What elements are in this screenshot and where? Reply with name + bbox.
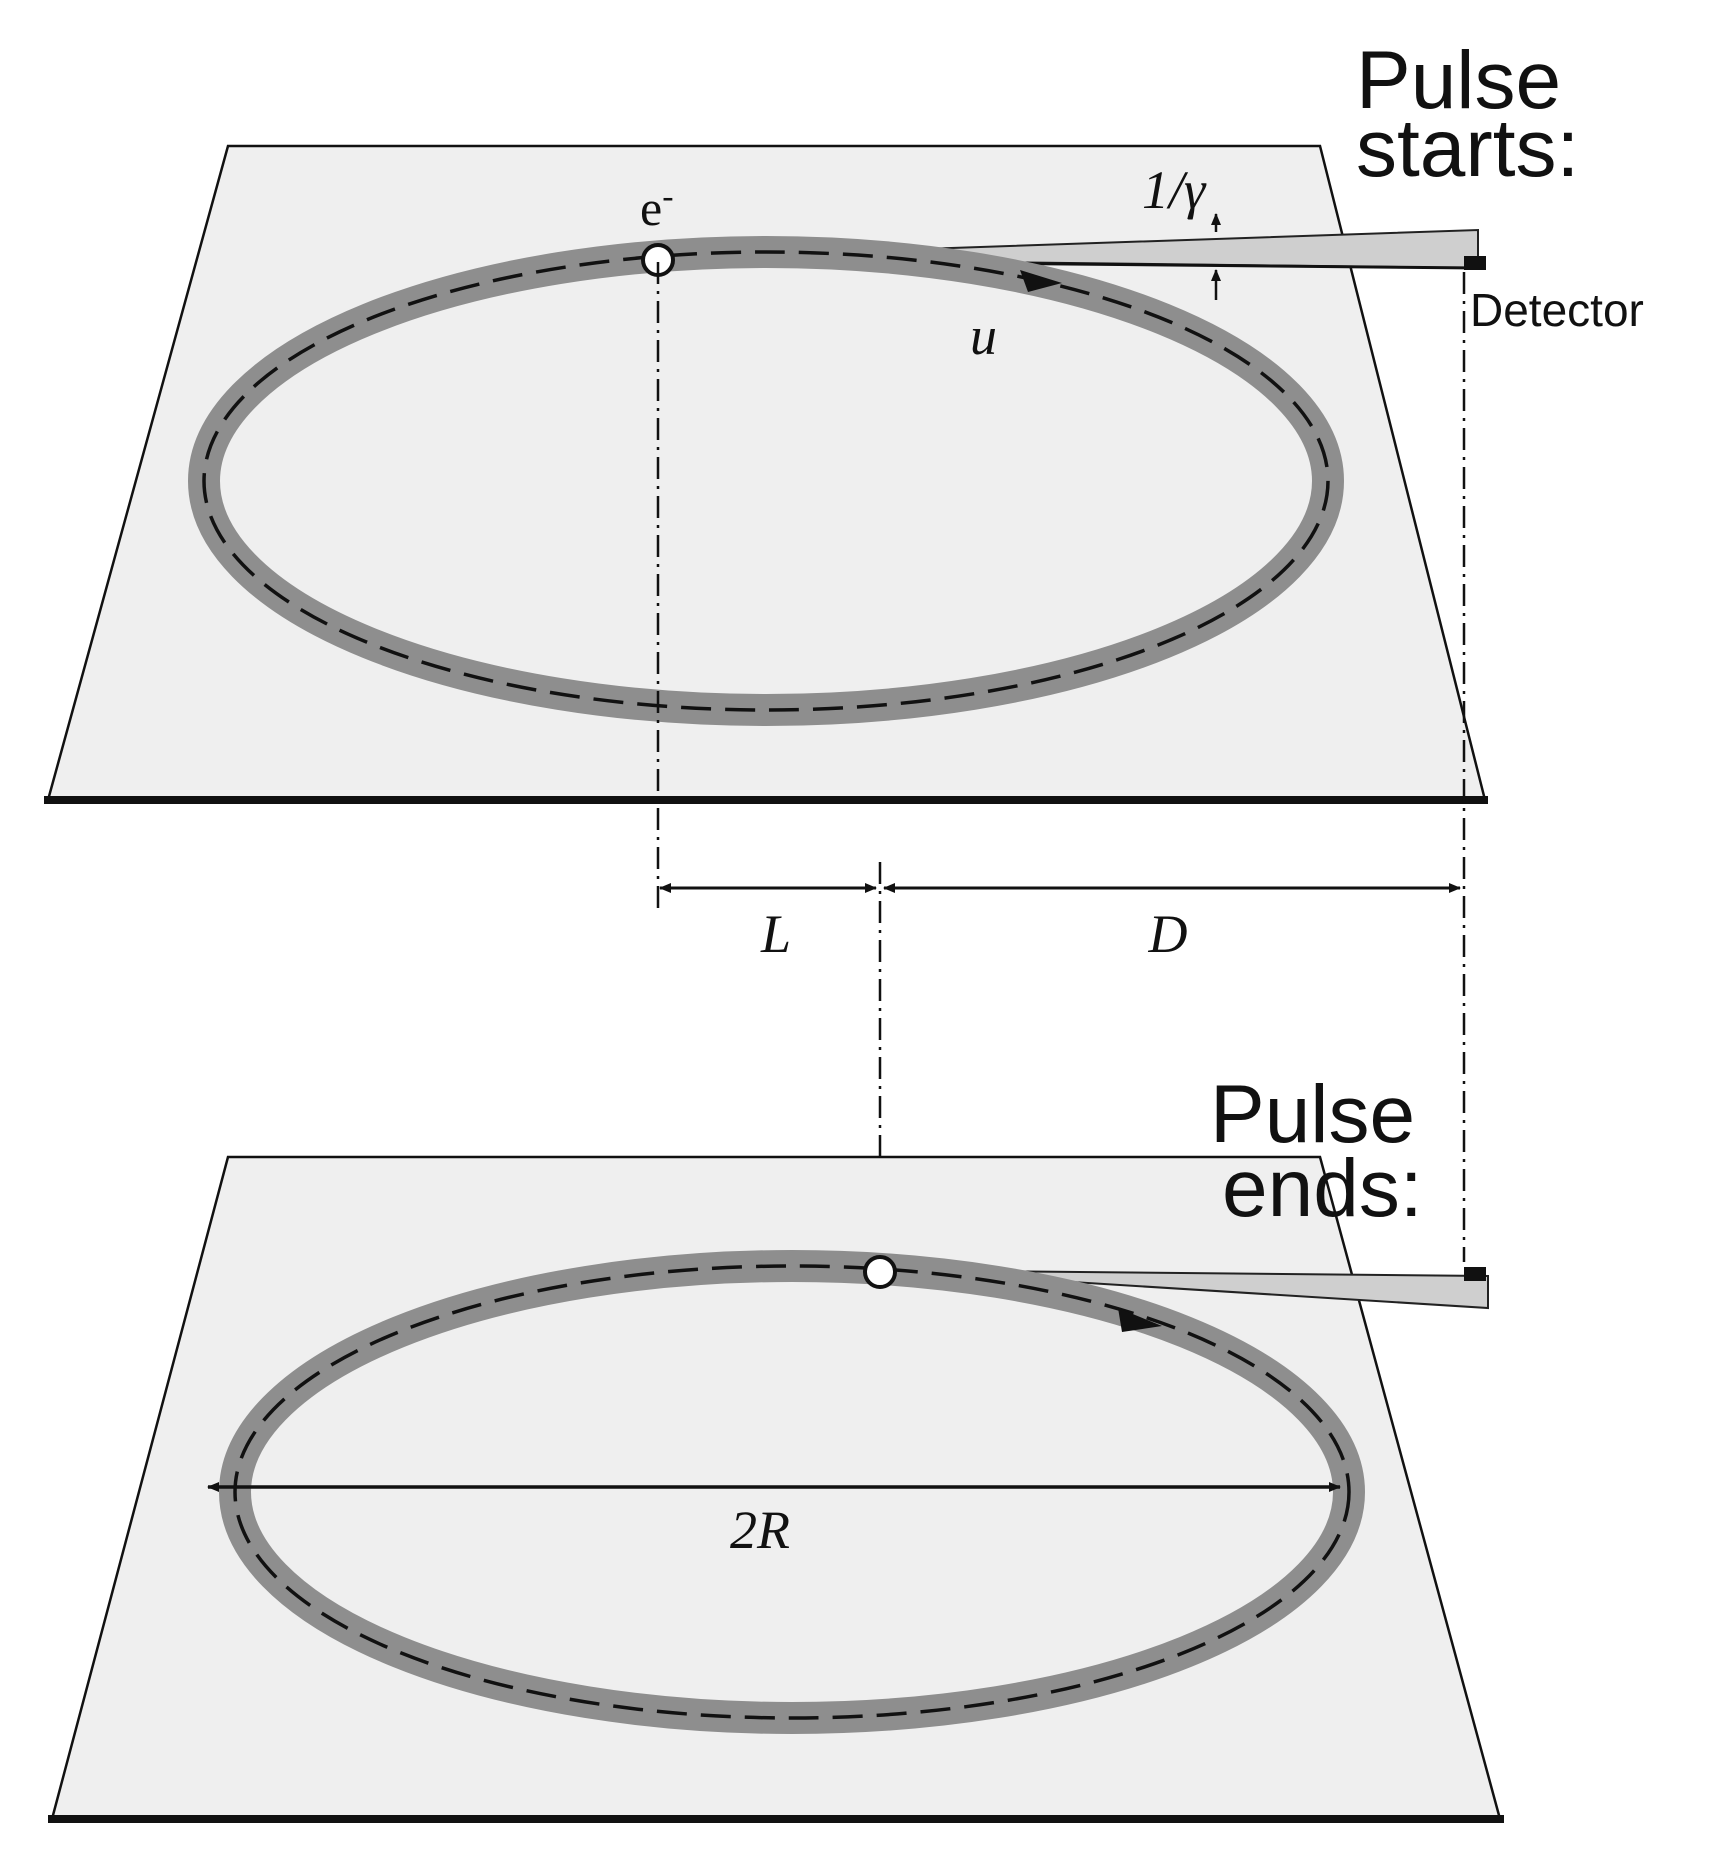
detector-label: Detector <box>1470 284 1644 336</box>
bottom-electron <box>863 1255 897 1289</box>
pulse-ends-title: Pulse ends: <box>1210 1069 1438 1234</box>
top-direction-arrow <box>1020 270 1062 292</box>
diameter-label: 2R <box>730 1500 790 1560</box>
top-detector <box>1464 256 1486 270</box>
velocity-label: u <box>970 306 997 366</box>
D-label: D <box>1148 904 1188 964</box>
dimension-annotations: L D <box>656 262 1466 1262</box>
top-panel: e- 1/γ Detector u Pulse starts: <box>44 35 1644 804</box>
top-orbit-path <box>202 250 1330 712</box>
bottom-detector <box>1464 1267 1486 1281</box>
bottom-direction-arrow <box>1118 1308 1162 1332</box>
L-label: L <box>760 904 791 964</box>
beam-width-label: 1/γ <box>1142 160 1207 220</box>
electron-label: e- <box>640 178 674 236</box>
pulse-starts-title: Pulse starts: <box>1356 35 1584 194</box>
bottom-orbit-path <box>233 1264 1351 1720</box>
bottom-panel: 2R Pulse ends: <box>48 1069 1504 1823</box>
